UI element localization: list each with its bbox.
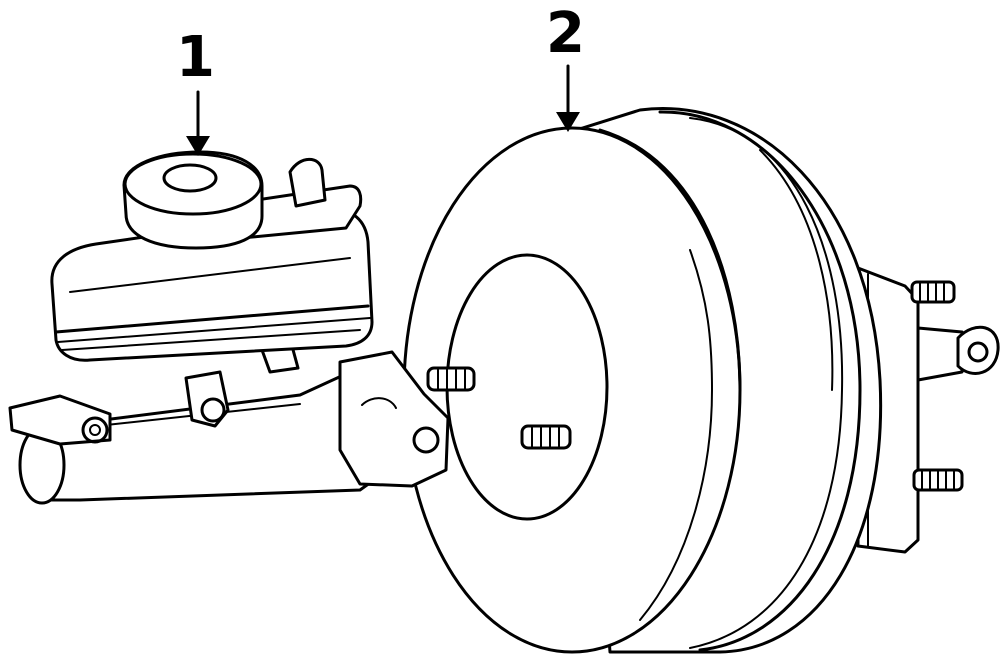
master-cylinder-reservoir	[50, 208, 374, 362]
callout-arrow-2	[556, 64, 580, 132]
callout-arrow-1	[186, 90, 210, 156]
callout-label-2: 2	[546, 1, 585, 66]
callout-label-1: 1	[176, 25, 215, 90]
master-cylinder	[8, 150, 450, 505]
booster-front-studs	[426, 366, 572, 450]
reservoir-cap	[122, 150, 264, 250]
brake-booster	[402, 107, 1000, 654]
